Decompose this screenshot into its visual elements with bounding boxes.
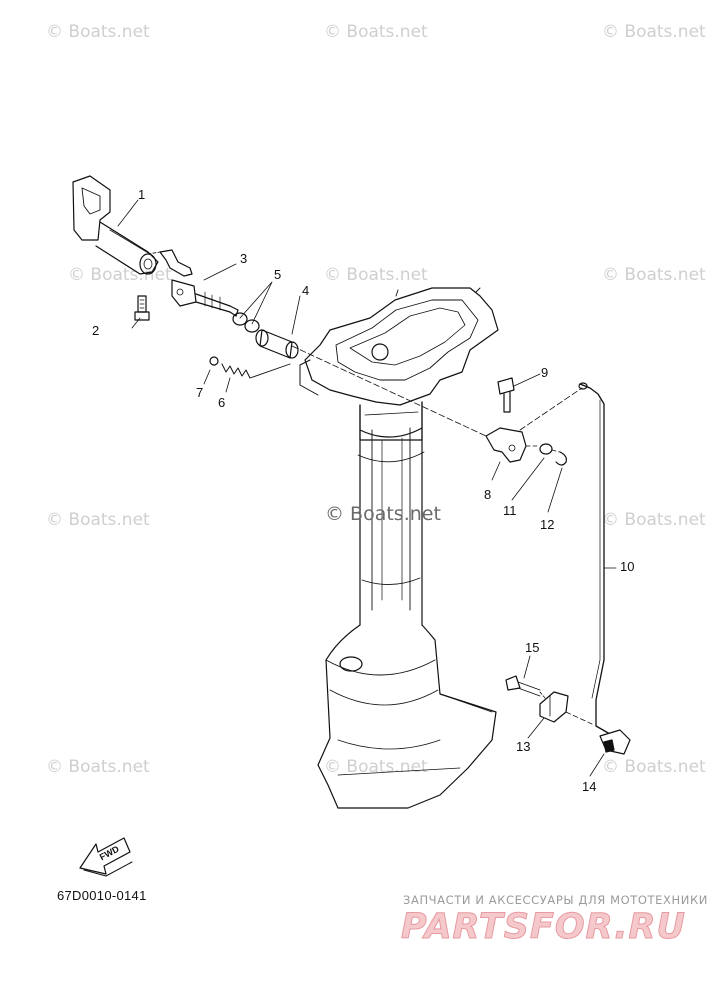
callout-11: 11 — [503, 503, 517, 518]
callout-6: 6 — [218, 395, 226, 410]
watermark: © Boats.net — [46, 510, 150, 530]
part-14-clip — [599, 729, 631, 755]
watermark: © Boats.net — [602, 22, 706, 42]
watermark: © Boats.net — [46, 22, 150, 42]
part-15-bolt — [505, 675, 541, 697]
ad-logo: PARTSFOR.RU — [401, 907, 686, 948]
lower-casing — [317, 401, 497, 809]
callout-14: 14 — [582, 779, 597, 794]
callout-4: 4 — [302, 283, 310, 298]
watermark: © Boats.net — [46, 757, 150, 777]
watermark: © Boats.net — [68, 265, 172, 285]
diagram-code: 67D0010-0141 — [57, 888, 147, 903]
watermark: © Boats.net — [602, 510, 706, 530]
part-9-bolt — [497, 377, 515, 413]
watermark: © Boats.net — [602, 757, 706, 777]
part-4-bushing — [255, 329, 299, 359]
callout-3: 3 — [240, 251, 248, 266]
part-8-bracket — [485, 427, 527, 463]
watermark: © Boats.net — [324, 22, 428, 42]
callout-12: 12 — [540, 517, 555, 532]
watermark: © Boats.net — [324, 757, 428, 777]
upper-mount-plate — [299, 287, 499, 441]
watermark: © Boats.net — [324, 265, 428, 285]
part-1-shift-lever — [72, 175, 159, 275]
leader-lines — [117, 199, 617, 777]
part-12-clip — [555, 451, 567, 466]
callout-2: 2 — [92, 323, 100, 338]
part-3-shift-cam — [159, 249, 239, 317]
callout-15: 15 — [525, 640, 540, 655]
part-11-washer — [539, 443, 553, 455]
part-10-shift-rod — [578, 382, 611, 735]
callout-1: 1 — [138, 187, 146, 202]
callout-8: 8 — [484, 487, 492, 502]
callout-13: 13 — [516, 739, 531, 754]
callout-5: 5 — [274, 267, 282, 282]
part-7-ball — [209, 356, 219, 366]
main-watermark: © Boats.net — [325, 503, 441, 525]
callout-7: 7 — [196, 385, 204, 400]
fwd-arrow — [79, 837, 133, 877]
callout-10: 10 — [620, 559, 635, 574]
watermark: © Boats.net — [602, 265, 706, 285]
part-6-spring — [221, 363, 291, 379]
callout-9: 9 — [541, 365, 549, 380]
part-5-o-rings — [232, 312, 260, 333]
part-2-bolt — [134, 295, 150, 321]
ad-tagline: ЗАПЧАСТИ И АКСЕССУАРЫ ДЛЯ МОТОТЕХНИКИ — [403, 893, 708, 907]
